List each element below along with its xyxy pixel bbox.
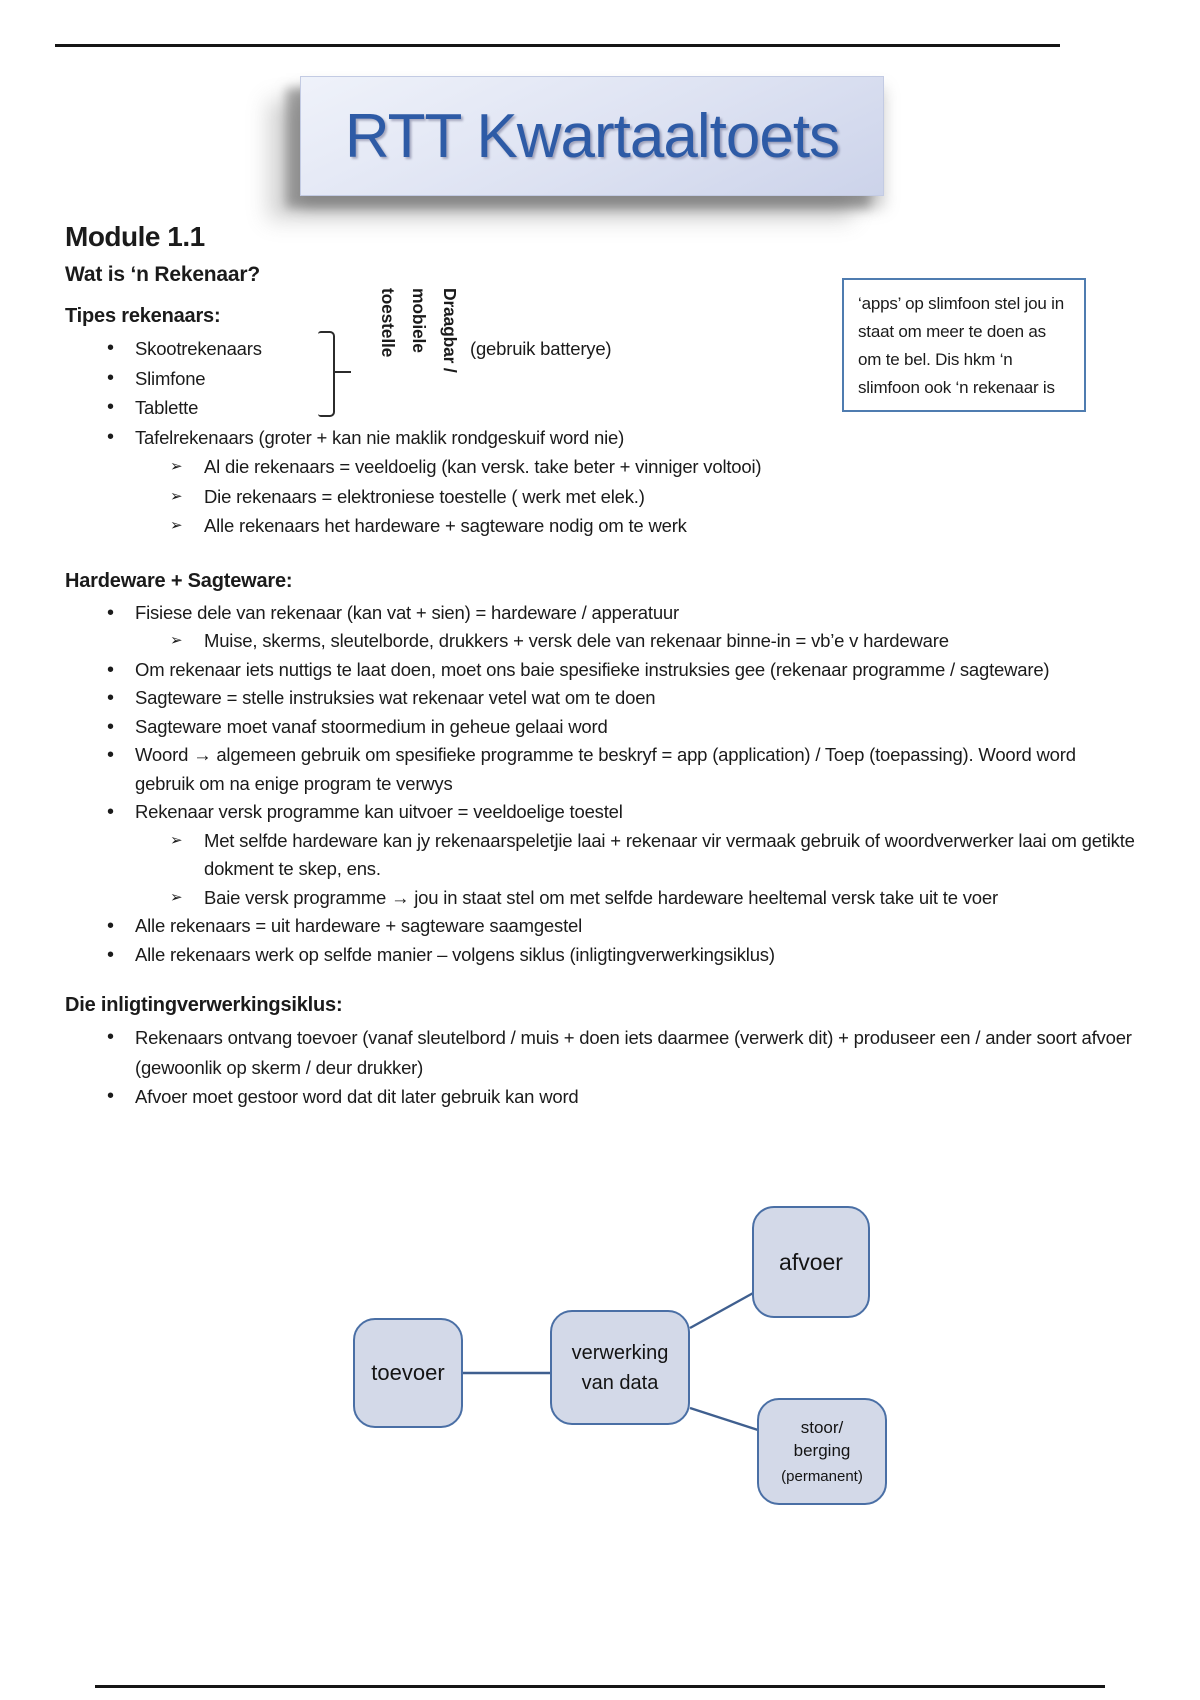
bullet-selfde-manier: Alle rekenaars werk op selfde manier – v… (65, 941, 1135, 970)
title-banner: RTT Kwartaaltoets (300, 76, 884, 196)
node-label-line: stoor/ (800, 1417, 844, 1437)
subbullet-veeldoelig: Al die rekenaars = veeldoelig (kan versk… (65, 452, 1135, 482)
note-line: slimfoon ook ‘n rekenaar is (858, 378, 1055, 397)
module-subheading: Wat is ‘n Rekenaar? (65, 263, 260, 286)
subbullet-selfde-hardeware: Met selfde hardeware kan jy rekenaarspel… (65, 827, 1135, 884)
grouping-brace (318, 331, 335, 417)
device-label-line: mobiele (409, 288, 429, 353)
slimfoon-note-box: ‘apps’ op slimfoon stel jou in staat om … (842, 278, 1086, 412)
node-label-line: verwerking (571, 1341, 669, 1364)
bullet-slimfone: Slimfone (65, 364, 1135, 394)
bullet-tablette: Tablette (65, 393, 1135, 423)
document-body: Module 1.1 Wat is ‘n Rekenaar? Tipes rek… (65, 210, 1135, 1112)
subbullet-muise-skerms: Muise, skerms, sleutelborde, drukkers + … (65, 627, 1135, 656)
grouping-brace-tick (335, 371, 351, 373)
bullet-sagteware-stelle: Sagteware = stelle instruksies wat reken… (65, 684, 1135, 713)
bullet-versk-programme: Rekenaar versk programme kan uitvoer = v… (65, 798, 1135, 827)
note-line: ‘apps’ op slimfoon stel jou in (858, 294, 1064, 313)
device-label-line: Draagbar / (440, 288, 460, 373)
diagram-node-toevoer: toevoer (353, 1318, 463, 1428)
top-horizontal-rule (55, 44, 1060, 47)
tipes-heading: Tipes rekenaars: (65, 305, 221, 327)
module-heading: Module 1.1 (65, 221, 205, 252)
node-label: afvoer (779, 1248, 843, 1275)
bullet-afvoer-gestoor: Afvoer moet gestoor word dat dit later g… (65, 1082, 1135, 1112)
bullet-tafelrekenaars: Tafelrekenaars (groter + kan nie maklik … (65, 423, 1135, 453)
node-label-line: van data (581, 1371, 659, 1394)
subbullet-baie-versk: Baie versk programme → jou in staat stel… (65, 884, 1135, 913)
node-label-line: (permanent) (781, 1467, 863, 1485)
hardware-list: Fisiese dele van rekenaar (kan vat + sie… (65, 599, 1135, 970)
bullet-saamgestel: Alle rekenaars = uit hardeware + sagtewa… (65, 912, 1135, 941)
subbullet-hardeware-sagteware: Alle rekenaars het hardeware + sagteware… (65, 511, 1135, 541)
diagram-node-verwerking: verwerking van data (550, 1310, 690, 1425)
subbullet-elektroniese: Die rekenaars = elektroniese toestelle (… (65, 482, 1135, 512)
bullet-skootrekenaars: Skootrekenaars (65, 334, 1135, 364)
diagram-node-stoor: stoor/ berging (permanent) (757, 1398, 887, 1505)
device-category-label: Draagbar / mobiele toestelle (372, 288, 465, 412)
note-line: staat om meer te doen as (858, 322, 1046, 341)
node-label-line: berging (793, 1440, 851, 1460)
device-label-line: toestelle (378, 288, 398, 358)
diagram-connectors (463, 1290, 759, 1432)
bullet-woord-app: Woord → algemeen gebruik om spesifieke p… (65, 741, 1135, 798)
battery-note: (gebruik batterye) (470, 338, 612, 359)
bullet-sagteware-stoormedium: Sagteware moet vanaf stoormedium in gehe… (65, 713, 1135, 742)
bottom-horizontal-rule (95, 1685, 1105, 1688)
note-line: om te bel. Dis hkm ‘n (858, 350, 1013, 369)
node-label: toevoer (371, 1360, 445, 1385)
siklus-heading: Die inligtingverwerkingsiklus: (65, 994, 343, 1016)
bullet-ontvang-toevoer: Rekenaars ontvang toevoer (vanaf sleutel… (65, 1023, 1135, 1082)
hardware-heading: Hardeware + Sagteware: (65, 569, 293, 592)
siklus-list: Rekenaars ontvang toevoer (vanaf sleutel… (65, 1023, 1135, 1112)
bullet-fisiese-dele: Fisiese dele van rekenaar (kan vat + sie… (65, 599, 1135, 628)
tipes-list: Skootrekenaars Slimfone Tablette Tafelre… (65, 334, 1135, 541)
bullet-instruksies-gee: Om rekenaar iets nuttigs te laat doen, m… (65, 656, 1135, 685)
page-title: RTT Kwartaaltoets (344, 101, 840, 171)
diagram-node-afvoer: afvoer (752, 1206, 870, 1318)
